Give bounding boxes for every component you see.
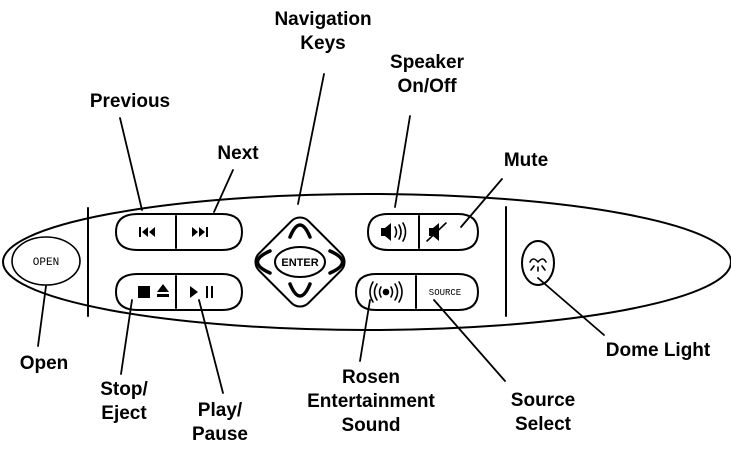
stop-square-icon bbox=[138, 286, 150, 298]
leader-stop-eject bbox=[120, 299, 133, 375]
skip-back-icon bbox=[139, 227, 155, 237]
play-pause-line-1: Play/ bbox=[197, 400, 243, 421]
nav-left-arrow-icon bbox=[255, 249, 272, 275]
previous-line-1: Previous bbox=[89, 91, 171, 112]
speaker-on-off-label: Speaker On/Off bbox=[390, 51, 464, 99]
broadcast-icon bbox=[369, 281, 403, 303]
remote-outer-body bbox=[2, 193, 731, 331]
open-line-1: Open bbox=[19, 353, 69, 374]
rosen-sound-line-2: Entertainment bbox=[307, 391, 435, 412]
play-pause-label: Play/ Pause bbox=[192, 399, 248, 447]
rosen-sound-line-3: Sound bbox=[341, 415, 401, 436]
next-label: Next bbox=[217, 142, 258, 166]
enter-key-label: ENTER bbox=[281, 257, 318, 269]
leader-dome-light bbox=[537, 277, 605, 336]
dome-light-label: Dome Light bbox=[606, 339, 711, 363]
rosen-sound-label: Rosen Entertainment Sound bbox=[307, 366, 435, 438]
open-key-label: OPEN bbox=[33, 257, 59, 269]
source-select-label: Source Select bbox=[511, 389, 575, 437]
play-pause-button[interactable] bbox=[190, 286, 213, 298]
nav-up-arrow-icon bbox=[288, 223, 312, 239]
speaker-button[interactable] bbox=[381, 222, 407, 242]
mute-label: Mute bbox=[504, 149, 548, 173]
mute-line-1: Mute bbox=[503, 150, 549, 171]
rosen-sound-line-1: Rosen bbox=[341, 367, 401, 388]
leader-mute bbox=[460, 178, 503, 228]
stop-eject-label: Stop/ Eject bbox=[100, 378, 148, 426]
speaker-on-icon bbox=[381, 222, 407, 242]
enter-button[interactable]: ENTER bbox=[274, 246, 326, 278]
nav-down-arrow-icon bbox=[288, 282, 312, 298]
mute-button[interactable] bbox=[426, 222, 447, 242]
play-pause-line-2: Pause bbox=[192, 424, 248, 445]
stop-eject-button[interactable] bbox=[138, 284, 169, 298]
previous-button[interactable] bbox=[139, 227, 155, 237]
previous-label: Previous bbox=[90, 90, 170, 114]
leader-next bbox=[213, 169, 234, 213]
rosen-sound-button[interactable] bbox=[369, 281, 403, 303]
rosen-source-keys bbox=[355, 273, 479, 311]
skip-forward-icon bbox=[192, 227, 208, 237]
navigation-keys-line-1: Navigation bbox=[274, 9, 372, 30]
next-button[interactable] bbox=[192, 227, 208, 237]
dome-light-icon bbox=[529, 258, 547, 272]
source-key-label: SOURCE bbox=[429, 288, 461, 298]
speaker-muted-icon bbox=[426, 222, 447, 242]
navigation-keys[interactable] bbox=[251, 213, 350, 312]
eject-icon bbox=[157, 284, 169, 297]
stop-eject-line-1: Stop/ bbox=[100, 379, 148, 400]
leader-source bbox=[433, 299, 506, 382]
leader-play-pause bbox=[198, 299, 224, 394]
speaker-on-off-line-2: On/Off bbox=[397, 76, 457, 97]
speaker-mute-keys bbox=[367, 213, 479, 251]
open-button[interactable]: OPEN bbox=[11, 236, 81, 286]
callout-leader-lines bbox=[37, 73, 605, 394]
leader-rosen bbox=[359, 299, 371, 362]
dome-light-line-1: Dome Light bbox=[605, 340, 711, 361]
open-label: Open bbox=[20, 352, 69, 376]
play-pause-icon bbox=[190, 286, 213, 298]
stop-eject-line-2: Eject bbox=[101, 403, 147, 424]
leader-previous bbox=[119, 117, 143, 211]
stop-play-keys bbox=[115, 273, 243, 311]
prev-next-keys bbox=[115, 213, 243, 251]
source-select-line-1: Source bbox=[510, 390, 576, 411]
leader-navigation bbox=[297, 73, 325, 205]
leader-speaker bbox=[394, 115, 411, 208]
dome-light-button[interactable] bbox=[521, 240, 555, 286]
navigation-keys-line-2: Keys bbox=[300, 33, 346, 54]
navigation-keys-label: Navigation Keys bbox=[274, 8, 371, 56]
leader-open bbox=[37, 285, 47, 347]
nav-right-arrow-icon bbox=[328, 249, 345, 275]
source-button[interactable]: SOURCE bbox=[429, 288, 461, 298]
speaker-on-off-line-1: Speaker bbox=[390, 52, 464, 73]
next-line-1: Next bbox=[217, 143, 259, 164]
source-select-line-2: Select bbox=[515, 414, 571, 435]
